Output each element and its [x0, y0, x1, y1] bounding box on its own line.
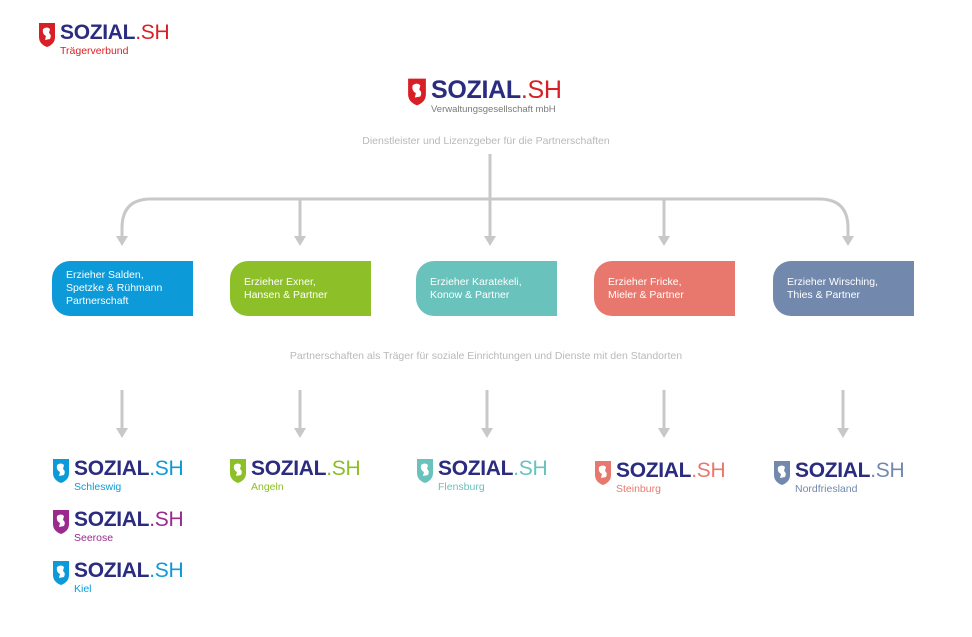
location-name: Angeln	[251, 481, 284, 493]
brand-suffix: .SH	[520, 76, 562, 104]
logo-traegerverbund: SOZIAL.SH Trägerverbund	[38, 21, 170, 57]
partner-box-karatekeli: Erzieher Karatekeli,Konow & Partner	[416, 261, 557, 316]
arrowhead-top-4	[658, 236, 670, 246]
partner-box-wirsching: Erzieher Wirsching,Thies & Partner	[773, 261, 914, 316]
location-name: Nordfriesland	[795, 483, 858, 495]
arrowhead-top-2	[294, 236, 306, 246]
shield-lion-icon	[417, 459, 433, 483]
logo-angeln: SOZIAL.SH Angeln	[229, 457, 361, 493]
location-name: Kiel	[74, 583, 92, 595]
brand-suffix: .SH	[513, 457, 548, 480]
logo-verwaltungsgesellschaft: SOZIAL.SH Verwaltungsgesellschaft mbH	[407, 77, 562, 116]
partner-line: Mieler & Partner	[608, 288, 684, 301]
arrowhead-bottom-2	[294, 428, 306, 438]
partner-line: Erzieher Wirsching,	[787, 275, 879, 288]
logo-subtitle: Verwaltungsgesellschaft mbH	[431, 104, 556, 115]
location-name: Seerose	[74, 532, 114, 544]
brand-suffix: .SH	[326, 457, 361, 480]
brand-text: SOZIAL	[251, 457, 327, 480]
partner-line: Hansen & Partner	[244, 288, 328, 301]
partner-line: Erzieher Fricke,	[608, 275, 682, 288]
branch-line	[120, 197, 850, 238]
location-name: Schleswig	[74, 481, 122, 493]
brand-suffix: .SH	[135, 21, 170, 44]
logo-seerose: SOZIAL.SH Seerose	[52, 508, 184, 544]
brand-text: SOZIAL	[74, 508, 150, 531]
partner-line: Partnerschaft	[66, 295, 129, 307]
logo-nordfriesland: SOZIAL.SH Nordfriesland	[773, 459, 905, 495]
location-name: Flensburg	[438, 481, 485, 493]
brand-text: SOZIAL	[616, 459, 692, 482]
brand-text: SOZIAL	[74, 457, 150, 480]
partner-line: Konow & Partner	[430, 288, 510, 301]
partner-box-fricke: Erzieher Fricke,Mieler & Partner	[594, 261, 735, 316]
arrowhead-top-1	[116, 236, 128, 246]
partner-line: Spetzke & Rühmann	[66, 282, 163, 294]
brand-text: SOZIAL	[438, 457, 514, 480]
partner-box-exner: Erzieher Exner,Hansen & Partner	[230, 261, 371, 316]
brand-suffix: .SH	[149, 457, 184, 480]
caption-top: Dienstleister und Lizenzgeber für die Pa…	[362, 135, 610, 147]
brand-suffix: .SH	[149, 508, 184, 531]
brand-text: SOZIAL	[431, 76, 521, 104]
brand-suffix: .SH	[149, 559, 184, 582]
arrowhead-top-3	[484, 236, 496, 246]
arrowhead-bottom-1	[116, 428, 128, 438]
brand-suffix: .SH	[691, 459, 726, 482]
shield-lion-icon	[230, 459, 246, 483]
arrowhead-top-5	[842, 236, 854, 246]
arrowhead-bottom-3	[481, 428, 493, 438]
partner-line: Erzieher Karatekeli,	[430, 275, 522, 288]
location-name: Steinburg	[616, 483, 661, 495]
shield-lion-icon	[53, 561, 69, 585]
brand-text: SOZIAL	[795, 459, 871, 482]
brand-text: SOZIAL	[60, 21, 136, 44]
logo-kiel: SOZIAL.SH Kiel	[52, 559, 184, 595]
logo-schleswig: SOZIAL.SH Schleswig	[52, 457, 184, 493]
partner-line: Erzieher Exner,	[244, 275, 316, 288]
shield-lion-icon	[39, 23, 55, 47]
shield-lion-icon	[595, 461, 611, 485]
caption-middle: Partnerschaften als Träger für soziale E…	[289, 350, 683, 362]
logo-subtitle: Trägerverbund	[60, 45, 129, 57]
shield-lion-icon	[774, 461, 790, 485]
logo-flensburg: SOZIAL.SH Flensburg	[416, 457, 548, 493]
logo-steinburg: SOZIAL.SH Steinburg	[594, 459, 726, 495]
brand-text: SOZIAL	[74, 559, 150, 582]
shield-lion-icon	[53, 459, 69, 483]
partner-line: Thies & Partner	[787, 288, 860, 301]
shield-lion-icon	[408, 78, 426, 106]
shield-lion-icon	[53, 510, 69, 534]
partner-line: Erzieher Salden,	[66, 269, 144, 281]
arrowhead-bottom-4	[658, 428, 670, 438]
arrowhead-bottom-5	[837, 428, 849, 438]
brand-suffix: .SH	[870, 459, 905, 482]
